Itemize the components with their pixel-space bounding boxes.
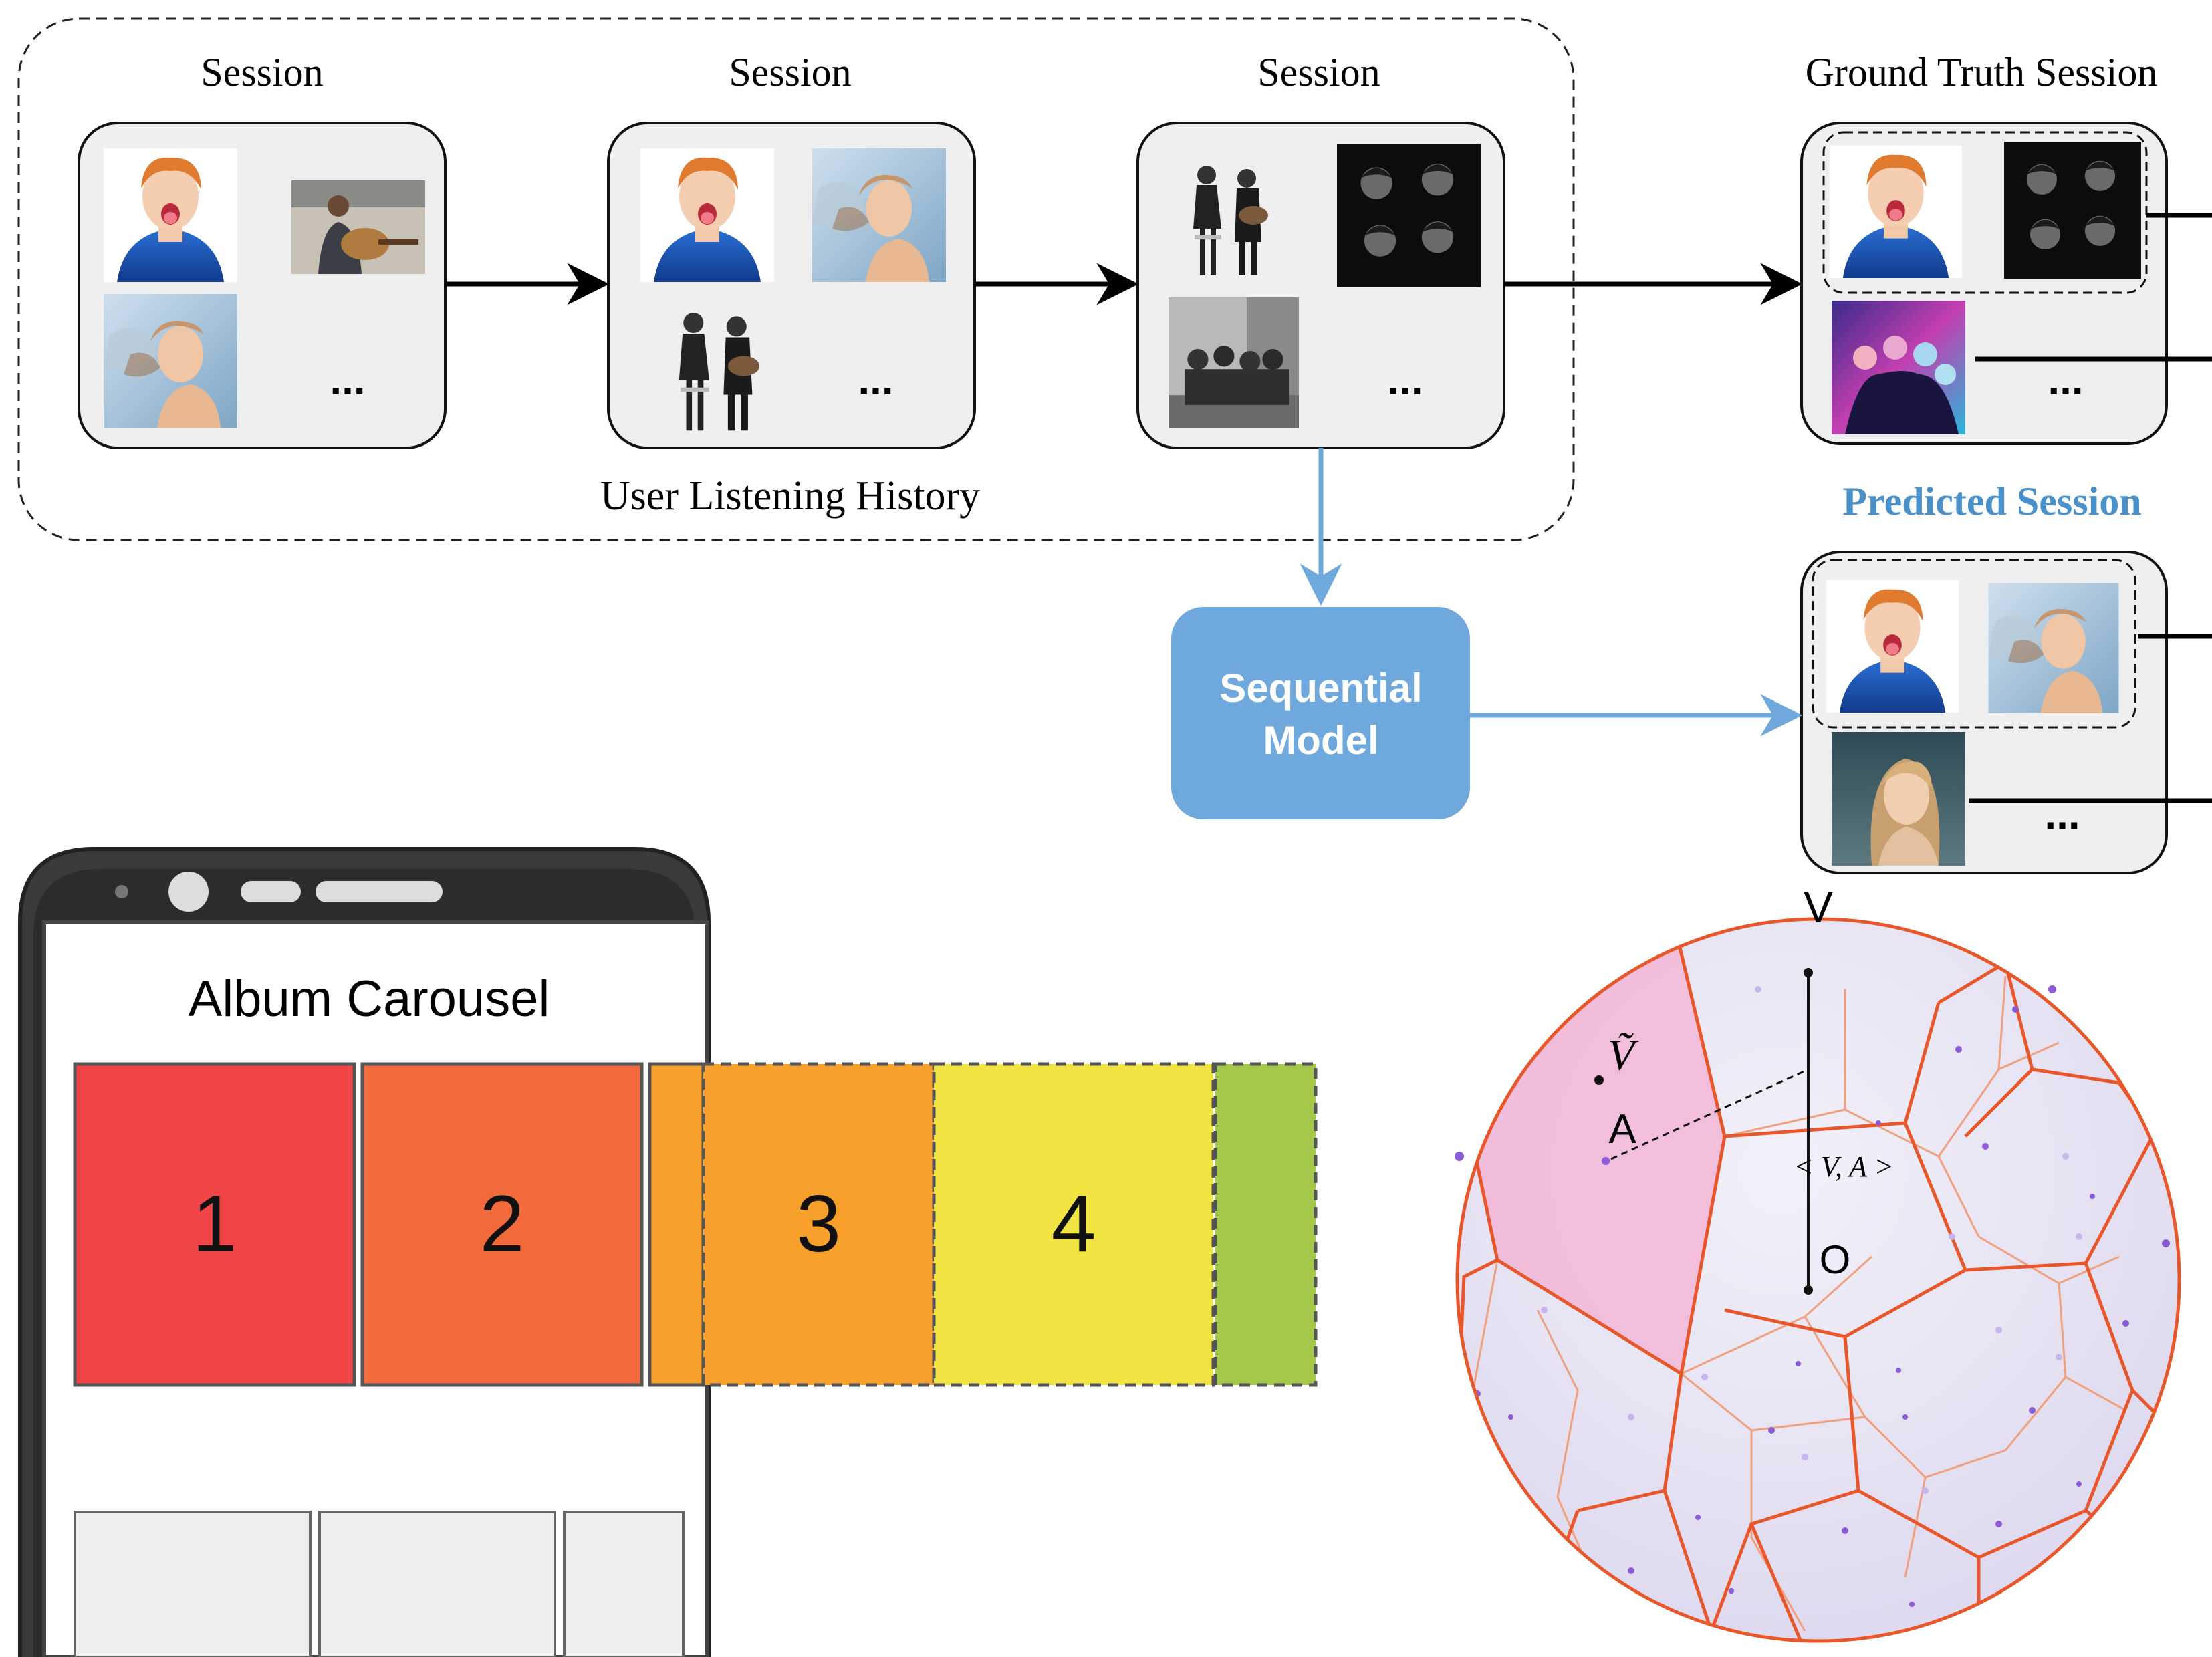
carousel-tile-5[interactable] xyxy=(932,1062,1215,1387)
simon-garfunkel-art xyxy=(1160,148,1294,282)
session-title-3: Session xyxy=(1257,50,1380,94)
session-card-1: Session ... xyxy=(78,50,447,449)
carousel-tile-2[interactable] xyxy=(360,1062,644,1387)
ed-sheeran-art xyxy=(640,148,774,282)
carousel-row2-tile[interactable] xyxy=(74,1511,312,1657)
carousel-tile-label: 3 xyxy=(796,1179,841,1269)
adele-art xyxy=(1832,732,1965,866)
taylor-swift-art xyxy=(104,294,237,428)
carousel-tile-4[interactable] xyxy=(701,1062,936,1387)
sphere-origin-label: O xyxy=(1820,1237,1851,1282)
sphere-top-label: V xyxy=(1804,882,1833,932)
session-ellipsis-3: ... xyxy=(1387,356,1423,404)
ccr-band-art xyxy=(1169,297,1299,428)
ground-truth-title: Ground Truth Session xyxy=(1806,50,2158,94)
carousel-tile-label: 1 xyxy=(193,1179,237,1269)
sequential-model-box xyxy=(1171,607,1470,819)
session-card-3: Session ... xyxy=(1136,50,1505,449)
ed-sheeran-art xyxy=(104,148,237,282)
sphere-a-label: A xyxy=(1608,1106,1636,1152)
ed-sheeran-art xyxy=(1826,580,1959,713)
beatles-art xyxy=(2004,142,2141,279)
model-label-line2: Model xyxy=(1263,718,1378,763)
session-card-2: Session ... xyxy=(607,50,976,449)
coldplay-art xyxy=(1832,301,1965,434)
carousel-title: Album Carousel xyxy=(189,971,550,1027)
carousel-tile-label: 2 xyxy=(480,1179,525,1269)
history-label: User Listening History xyxy=(600,473,980,519)
simon-garfunkel-art xyxy=(643,294,787,438)
carousel-tile-label: 4 xyxy=(1052,1179,1096,1269)
model-label-line1: Sequential xyxy=(1219,666,1422,711)
carousel-row2-tile[interactable] xyxy=(318,1511,556,1657)
carousel-tile-6[interactable] xyxy=(1213,1062,1318,1387)
session-ellipsis-1: ... xyxy=(330,356,365,404)
voronoi-sphere xyxy=(1455,917,2181,1643)
taylor-swift-art xyxy=(1988,583,2119,713)
ground-truth-ellipsis: ... xyxy=(2048,356,2083,404)
album-carousel[interactable]: 1 2 3 4 xyxy=(73,1062,1318,1387)
guitar-player-art xyxy=(291,180,425,274)
history-dashed-group xyxy=(17,17,1575,541)
ground-truth-card: Ground Truth Session ... xyxy=(1800,50,2212,445)
ed-sheeran-art xyxy=(1830,146,1962,278)
beatles-art xyxy=(1337,144,1481,287)
carousel-tile-1[interactable] xyxy=(73,1062,356,1387)
taylor-swift-art xyxy=(812,148,946,282)
carousel-tile-3[interactable] xyxy=(648,1062,705,1387)
predicted-ellipsis: ... xyxy=(2044,790,2080,838)
session-title-2: Session xyxy=(729,50,851,94)
predicted-card: Predicted Session ... xyxy=(1800,479,2212,874)
session-title-1: Session xyxy=(201,50,323,94)
carousel-row2-tile[interactable] xyxy=(563,1511,685,1657)
session-ellipsis-2: ... xyxy=(858,356,893,404)
sphere-vtilde-label: Ṽ xyxy=(1608,1031,1639,1079)
predicted-title: Predicted Session xyxy=(1842,479,2141,523)
sphere-inner-product-label: < V, A > xyxy=(1794,1150,1894,1183)
